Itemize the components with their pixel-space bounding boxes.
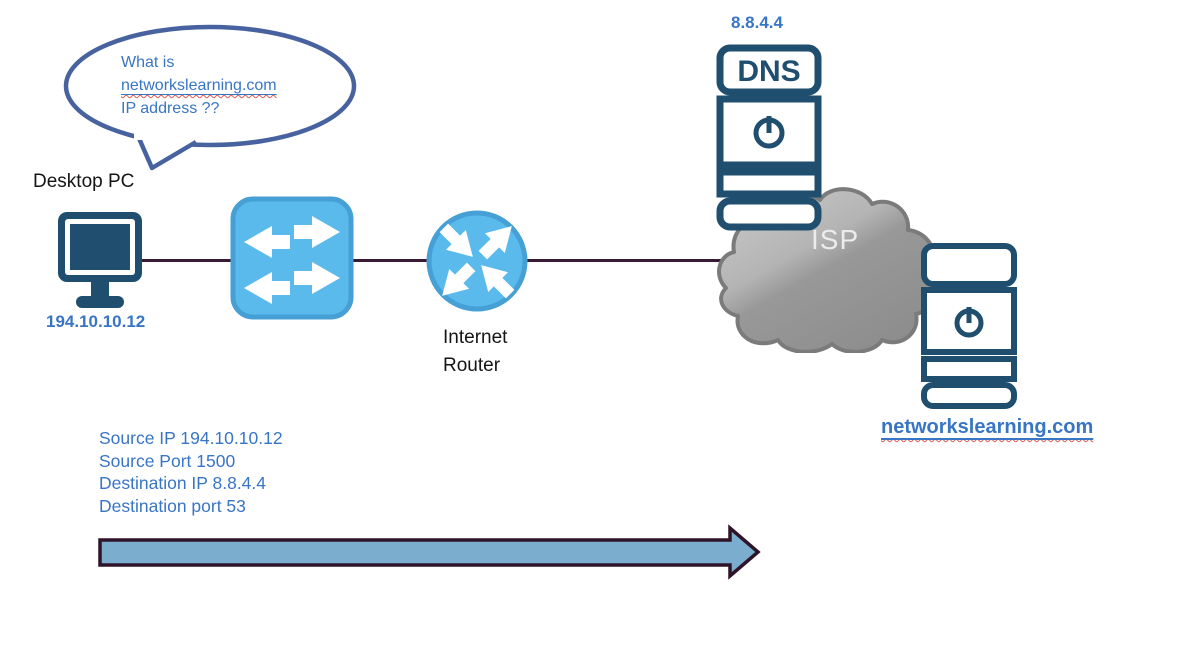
desktop-pc-label: Desktop PC xyxy=(33,171,135,192)
link-line-switch-router xyxy=(350,259,428,262)
link-line-router-cloud xyxy=(524,259,722,262)
web-server-domain: networkslearning.com xyxy=(881,416,1094,438)
dns-server-tower-icon: DNS xyxy=(716,44,822,231)
web-server-tower-icon xyxy=(921,243,1017,409)
desktop-pc-ip: 194.10.10.12 xyxy=(46,312,146,331)
bubble-line-3: IP address ?? xyxy=(121,100,220,117)
packet-destination-ip: Destination IP 8.8.4.4 xyxy=(99,473,267,493)
power-icon xyxy=(954,307,984,338)
packet-destination-port: Destination port 53 xyxy=(99,495,246,516)
packet-source-ip: Source IP 194.10.10.12 xyxy=(99,428,283,448)
packet-source-port: Source Port 1500 xyxy=(99,450,236,471)
internet-router-label: Internet Router xyxy=(443,327,508,376)
power-icon xyxy=(753,116,785,149)
bubble-line-2: networkslearning.com xyxy=(121,77,277,94)
bubble-line-1: What is xyxy=(121,54,175,71)
speech-bubble-text: What is networkslearning.com IP address … xyxy=(121,51,341,120)
speech-bubble xyxy=(63,24,357,171)
link-line-pc-switch xyxy=(136,259,234,262)
lan-switch-icon xyxy=(230,196,354,320)
right-flow-arrow-icon xyxy=(98,524,761,580)
desktop-monitor-icon xyxy=(58,212,142,308)
dns-query-packet-details: Source IP 194.10.10.12 Source Port 1500 … xyxy=(99,427,283,517)
dns-server-ip: 8.8.4.4 xyxy=(731,13,783,32)
router-icon xyxy=(426,210,528,312)
dns-server-name: DNS xyxy=(737,55,800,88)
isp-cloud-label: ISP xyxy=(811,224,860,255)
